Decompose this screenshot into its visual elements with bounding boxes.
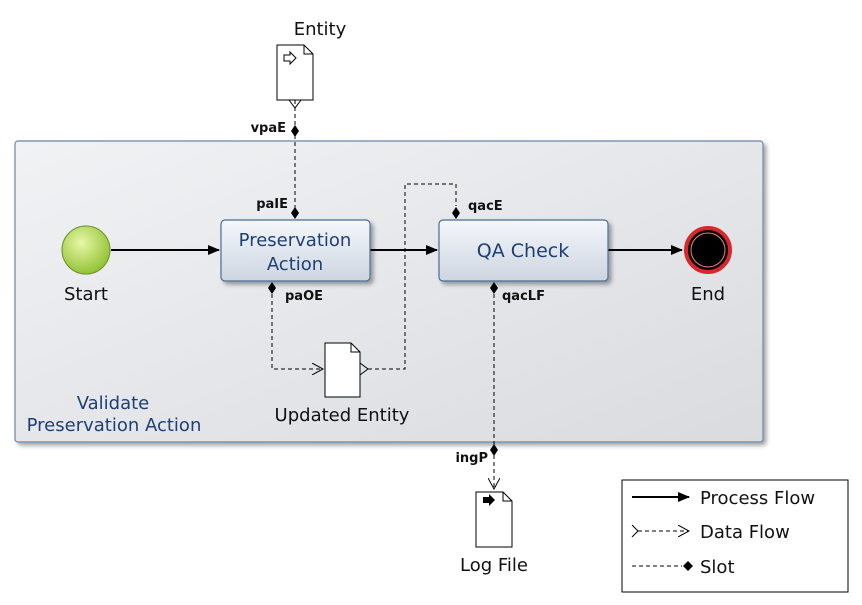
qa-check-task[interactable] [438,219,609,282]
slot-ingP-diamond [490,444,498,456]
start-label: Start [64,284,108,305]
legend-process-flow-label: Process Flow [700,488,815,509]
slot-paIE-label: paIE [256,197,288,212]
dataflow-updated-entity-to-qa [368,183,457,370]
container-title-line2: Preservation Action [27,415,202,436]
end-label: End [691,284,725,305]
slot-paOE-label: paOE [285,289,323,304]
slot-paOE-diamond [268,282,276,294]
input-arrow-icon [283,50,297,66]
slot-vpaE-diamond [291,125,299,137]
slot-vpaE-label: vpaE [251,121,286,136]
log-file-document[interactable] [475,491,513,548]
end-event-inner-ring [690,232,726,268]
slot-qacE-diamond [452,207,460,219]
slot-qacLF-label: qacLF [502,289,545,304]
updated-entity-label: Updated Entity [275,405,410,426]
entity-label: Entity [294,19,347,40]
slot-ingP-label: ingP [455,451,488,466]
log-file-label: Log File [460,555,528,576]
legend-slot-label: Slot [700,557,735,578]
entity-document[interactable] [276,44,314,101]
slot-qacLF-diamond [490,282,498,294]
legend-box [621,479,849,593]
updated-entity-document[interactable] [324,342,361,398]
end-event[interactable] [684,226,732,274]
slot-qacE-label: qacE [468,199,503,214]
legend-slot-diamond [683,561,693,571]
validate-preservation-action-container [14,140,764,443]
slot-paIE-diamond [291,207,299,219]
container-title-line1: Validate [77,393,150,414]
start-event[interactable] [61,225,111,275]
legend-data-flow-label: Data Flow [700,522,790,543]
preservation-action-task[interactable] [220,219,371,282]
qa-check-label: QA Check [477,240,569,262]
preservation-action-label-line2: Action [267,254,323,275]
preservation-action-label-line1: Preservation [239,230,352,251]
dataflow-preservation-to-updated-entity [271,294,323,369]
output-arrow-icon [483,494,495,506]
